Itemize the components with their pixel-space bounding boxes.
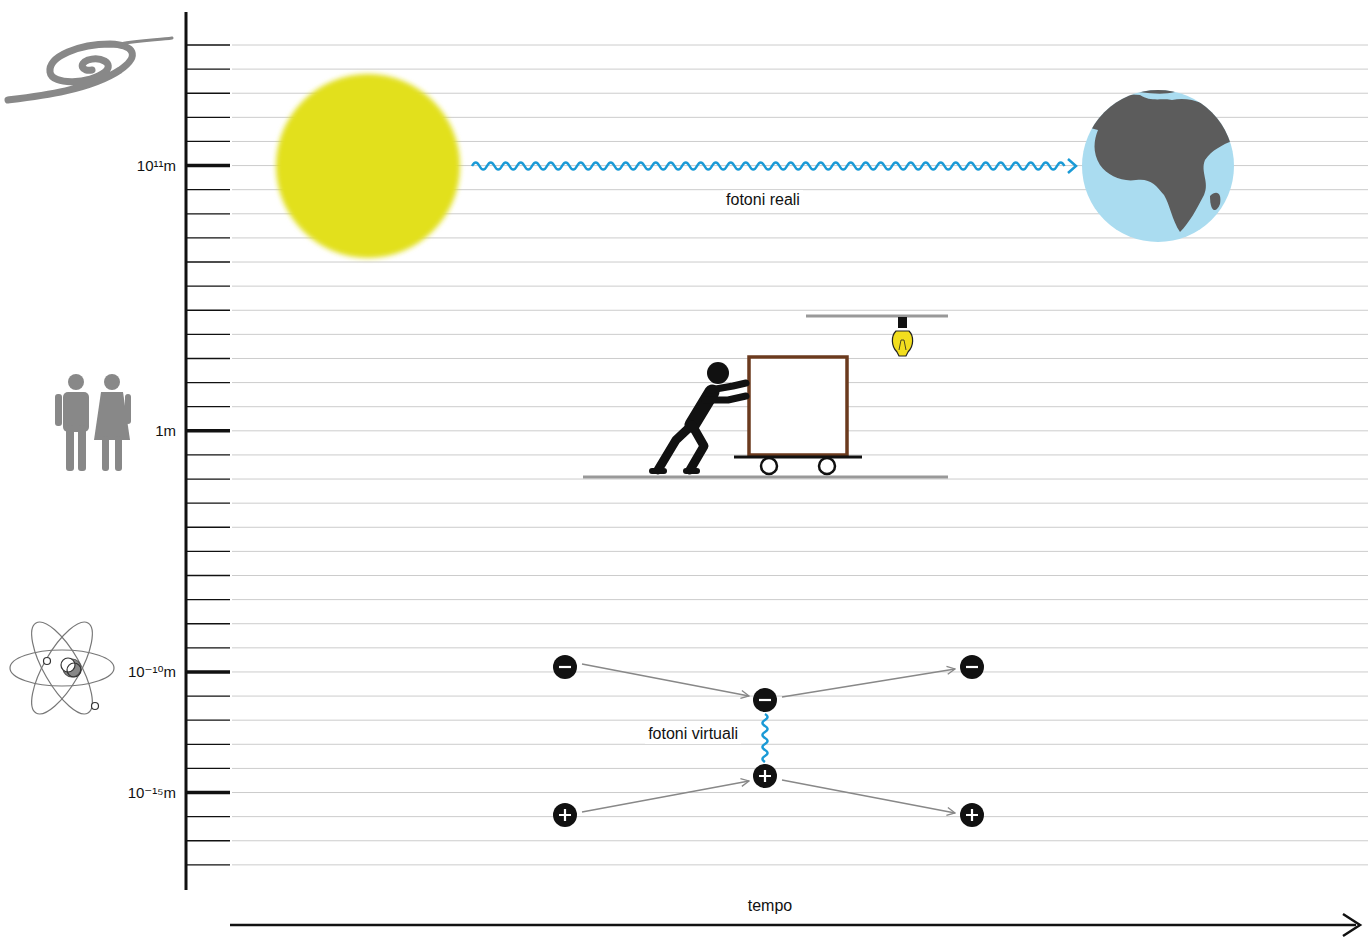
minor-tick	[186, 599, 230, 600]
minor-tick	[186, 551, 230, 552]
atom-icon	[10, 614, 114, 722]
grid-line	[232, 840, 1368, 841]
box	[749, 357, 847, 455]
minor-tick	[186, 310, 230, 311]
cart-base	[734, 456, 862, 459]
grid-line	[232, 334, 1368, 335]
grid-lines	[232, 45, 1368, 865]
photon-label: fotoni reali	[723, 190, 803, 209]
photon-label: fotoni virtuali	[645, 724, 741, 743]
scale-label: 1m	[155, 422, 176, 440]
time-arrowhead	[1343, 914, 1360, 936]
minor-tick	[186, 213, 230, 214]
major-tick	[186, 164, 230, 168]
grid-line	[232, 647, 1368, 648]
grid-line	[232, 696, 1368, 697]
grid-line	[232, 671, 1368, 672]
grid-line	[232, 599, 1368, 600]
minor-tick	[186, 44, 230, 45]
minor-tick	[186, 237, 230, 238]
light-bulb	[892, 317, 912, 356]
axis-title: tempo	[748, 896, 792, 915]
virtual-photon-wave	[762, 714, 767, 762]
minor-tick	[186, 68, 230, 69]
minor-tick	[186, 117, 230, 118]
minor-tick	[186, 261, 230, 262]
grid-line	[232, 551, 1368, 552]
particle-paths	[582, 664, 955, 813]
minor-tick	[186, 864, 230, 865]
positron	[553, 764, 984, 827]
scale-axis	[185, 12, 188, 890]
major-tick	[186, 791, 230, 795]
minor-tick	[186, 93, 230, 94]
minor-tick	[186, 141, 230, 142]
sun	[276, 74, 460, 258]
grid-line	[232, 286, 1368, 287]
minor-tick	[186, 358, 230, 359]
earth	[1060, 79, 1240, 242]
minor-tick	[186, 382, 230, 383]
minor-tick	[186, 744, 230, 745]
grid-line	[232, 575, 1368, 576]
grid-line	[232, 768, 1368, 769]
axis-ticks	[186, 45, 230, 865]
grid-line	[232, 310, 1368, 311]
grid-line	[232, 503, 1368, 504]
minor-tick	[186, 454, 230, 455]
minor-tick	[186, 768, 230, 769]
minor-tick	[186, 695, 230, 696]
minor-tick	[186, 285, 230, 286]
time-axis	[230, 924, 1356, 927]
galaxy-icon	[8, 38, 172, 100]
cart-wheel	[761, 458, 777, 474]
minor-tick	[186, 840, 230, 841]
grid-line	[232, 864, 1368, 865]
minor-tick	[186, 720, 230, 721]
scale-label: 10⁻¹⁵m	[128, 784, 176, 802]
grid-line	[232, 623, 1368, 624]
minor-tick	[186, 503, 230, 504]
scale-label: 10¹¹m	[137, 157, 176, 175]
photon-wave	[472, 162, 1065, 169]
grid-line	[232, 479, 1368, 480]
grid-line	[232, 262, 1368, 263]
grid-line	[232, 45, 1368, 46]
scale-label: 10⁻¹⁰m	[128, 663, 176, 681]
grid-line	[232, 744, 1368, 745]
grid-line	[232, 720, 1368, 721]
minor-tick	[186, 478, 230, 479]
grid-line	[232, 816, 1368, 817]
major-tick	[186, 429, 230, 433]
minor-tick	[186, 575, 230, 576]
pushing-person	[652, 362, 746, 471]
grid-line	[232, 69, 1368, 70]
minor-tick	[186, 527, 230, 528]
minor-tick	[186, 816, 230, 817]
cart-wheel	[819, 458, 835, 474]
photon-arrowhead	[1068, 159, 1076, 173]
minor-tick	[186, 189, 230, 190]
ceiling-line	[806, 315, 948, 318]
minor-tick	[186, 406, 230, 407]
people-icon	[55, 374, 131, 471]
floor-line	[583, 476, 948, 479]
minor-tick	[186, 334, 230, 335]
minor-tick	[186, 647, 230, 648]
electron	[553, 655, 984, 712]
grid-line	[232, 792, 1368, 793]
major-tick	[186, 670, 230, 674]
grid-line	[232, 527, 1368, 528]
minor-tick	[186, 623, 230, 624]
